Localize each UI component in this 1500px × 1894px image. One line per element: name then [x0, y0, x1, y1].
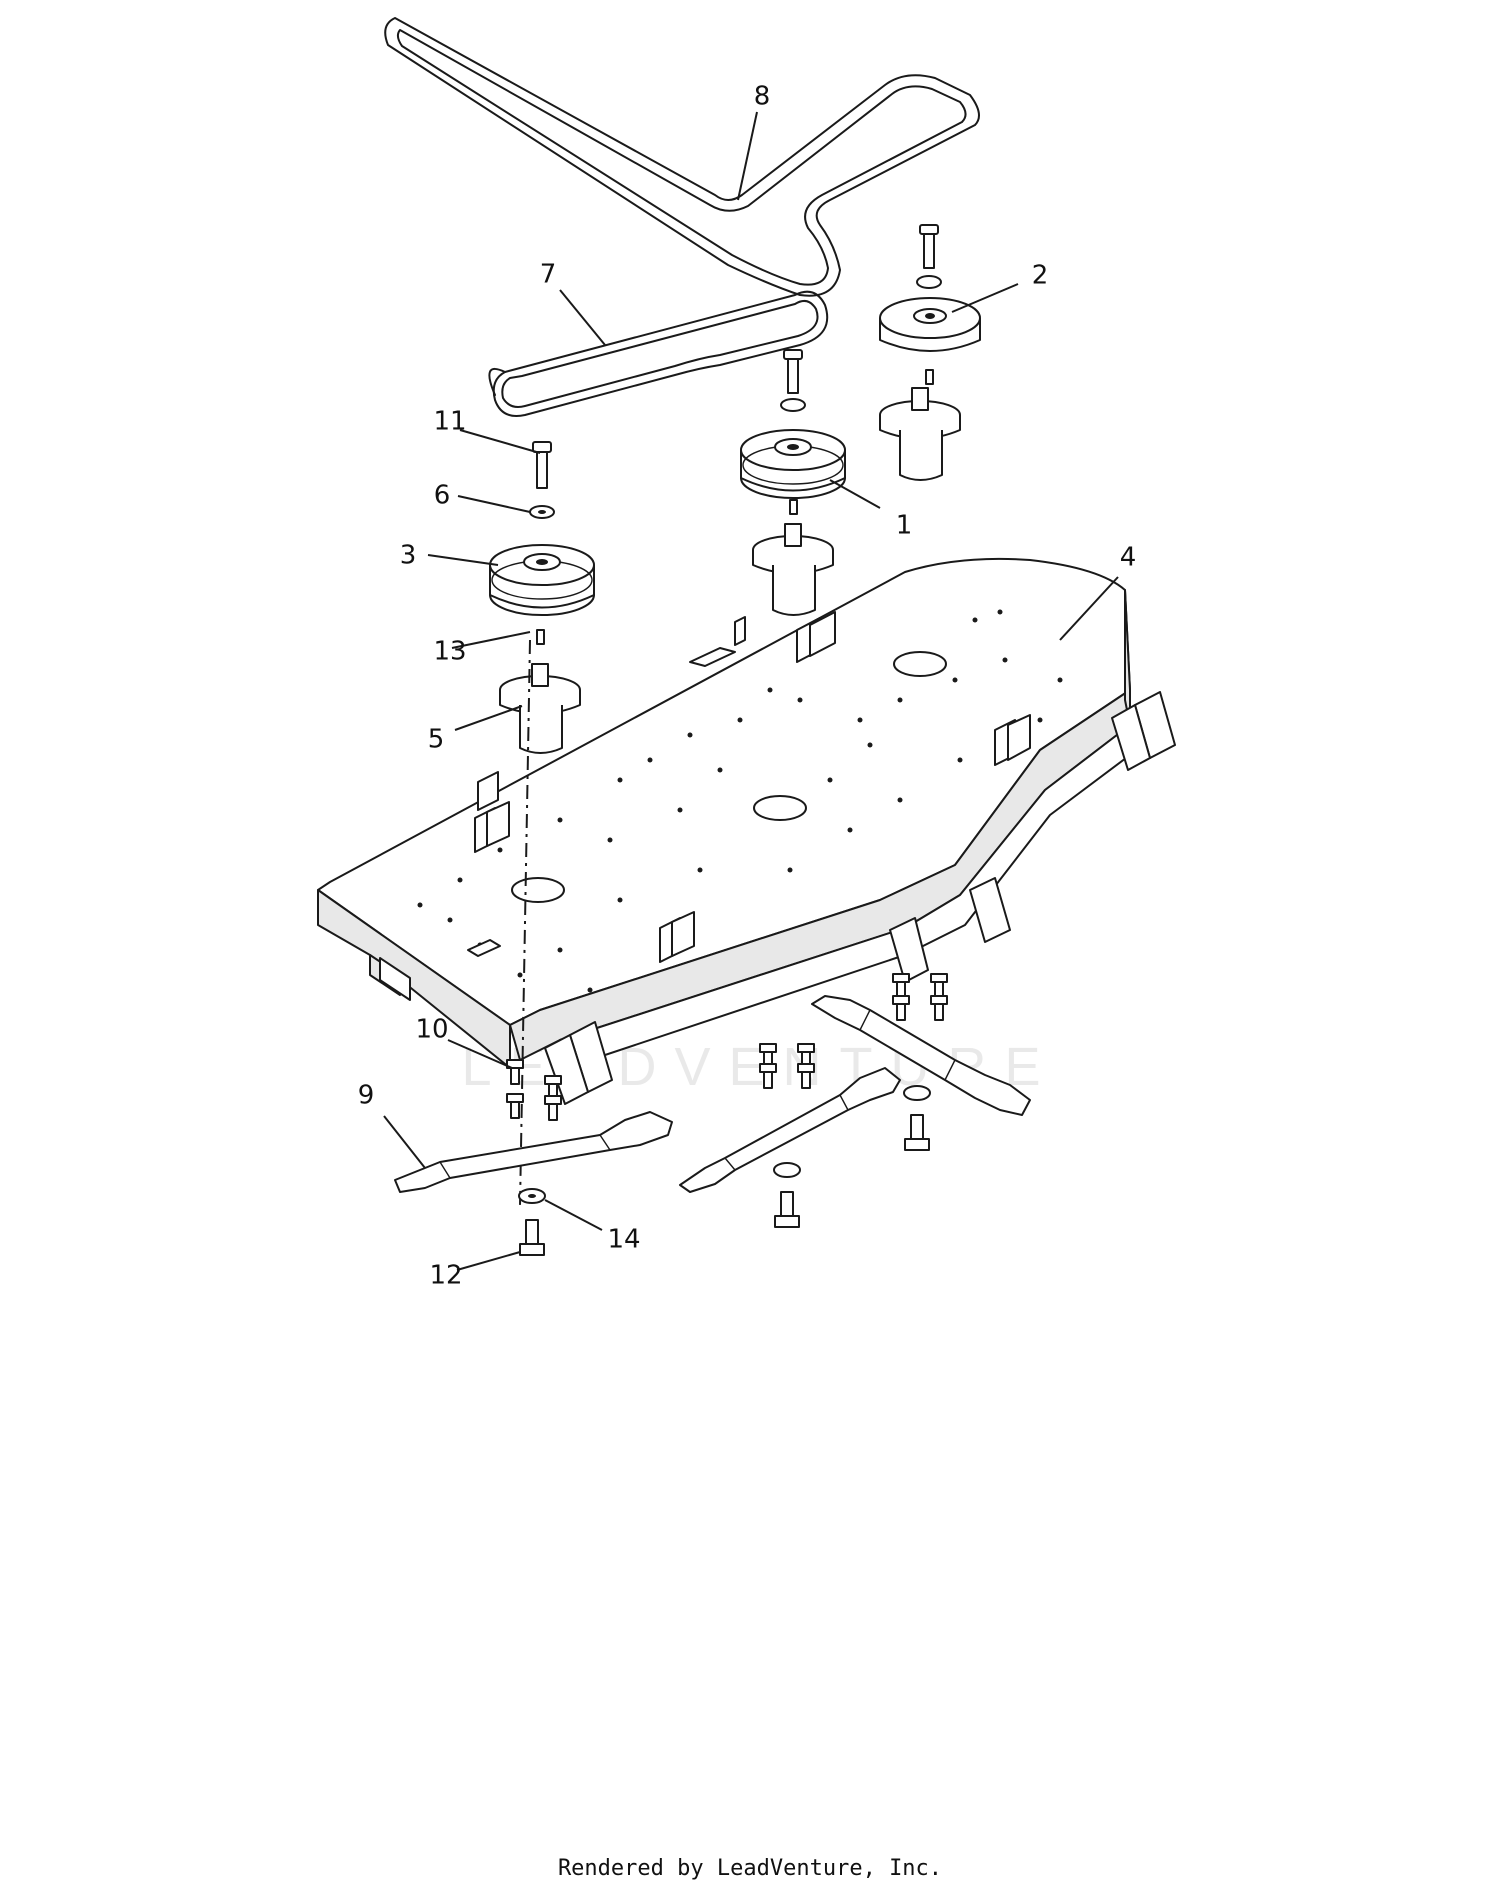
washer-center[interactable]	[773, 1162, 801, 1178]
pulley-1[interactable]	[740, 429, 846, 499]
callout-3: 3	[400, 541, 417, 571]
belt-8[interactable]	[384, 17, 980, 297]
spindle-right[interactable]	[879, 387, 961, 481]
key-center[interactable]	[789, 499, 798, 515]
callout-14: 14	[607, 1225, 640, 1255]
footer-credit: Rendered by LeadVenture, Inc.	[557, 1856, 943, 1881]
callout-2: 2	[1032, 261, 1049, 291]
key-13[interactable]	[536, 629, 545, 645]
callout-1: 1	[896, 511, 913, 541]
belt-7[interactable]	[488, 290, 829, 417]
blade-right[interactable]	[811, 995, 1031, 1116]
blade-bolt-center[interactable]	[774, 1191, 800, 1228]
blade-left[interactable]	[394, 1111, 673, 1193]
blade-center[interactable]	[679, 1067, 901, 1193]
washer-6[interactable]	[529, 505, 555, 519]
callout-11: 11	[433, 407, 466, 437]
washer-right[interactable]	[903, 1085, 931, 1101]
callout-13: 13	[433, 637, 466, 667]
key-right[interactable]	[925, 369, 934, 385]
alignment-line	[519, 639, 531, 1206]
spindle-left[interactable]	[499, 663, 581, 754]
blade-bolt-right[interactable]	[904, 1114, 930, 1151]
callout-12: 12	[429, 1261, 462, 1291]
callout-10: 10	[415, 1015, 448, 1045]
washer-14[interactable]	[518, 1188, 546, 1204]
callouts: 8 7 2 1 11 6 3 13 5 4 10 9 14 12	[358, 82, 1137, 1291]
bolt-11[interactable]	[532, 441, 552, 489]
bolts-10[interactable]	[506, 973, 948, 1121]
blade-bolt-12[interactable]	[519, 1219, 545, 1256]
callout-5: 5	[428, 725, 445, 755]
callout-9: 9	[358, 1081, 375, 1111]
pulley-2[interactable]	[879, 297, 981, 352]
mower-deck[interactable]	[317, 557, 1176, 1105]
pulley-3[interactable]	[489, 544, 595, 616]
leader-lines	[383, 111, 1119, 1271]
bolt-right[interactable]	[916, 224, 942, 289]
spindle-center[interactable]	[752, 523, 834, 616]
callout-8: 8	[754, 82, 771, 112]
callout-7: 7	[540, 260, 557, 290]
bolt-center[interactable]	[780, 349, 806, 412]
callout-4: 4	[1120, 543, 1137, 573]
callout-6: 6	[434, 481, 451, 511]
